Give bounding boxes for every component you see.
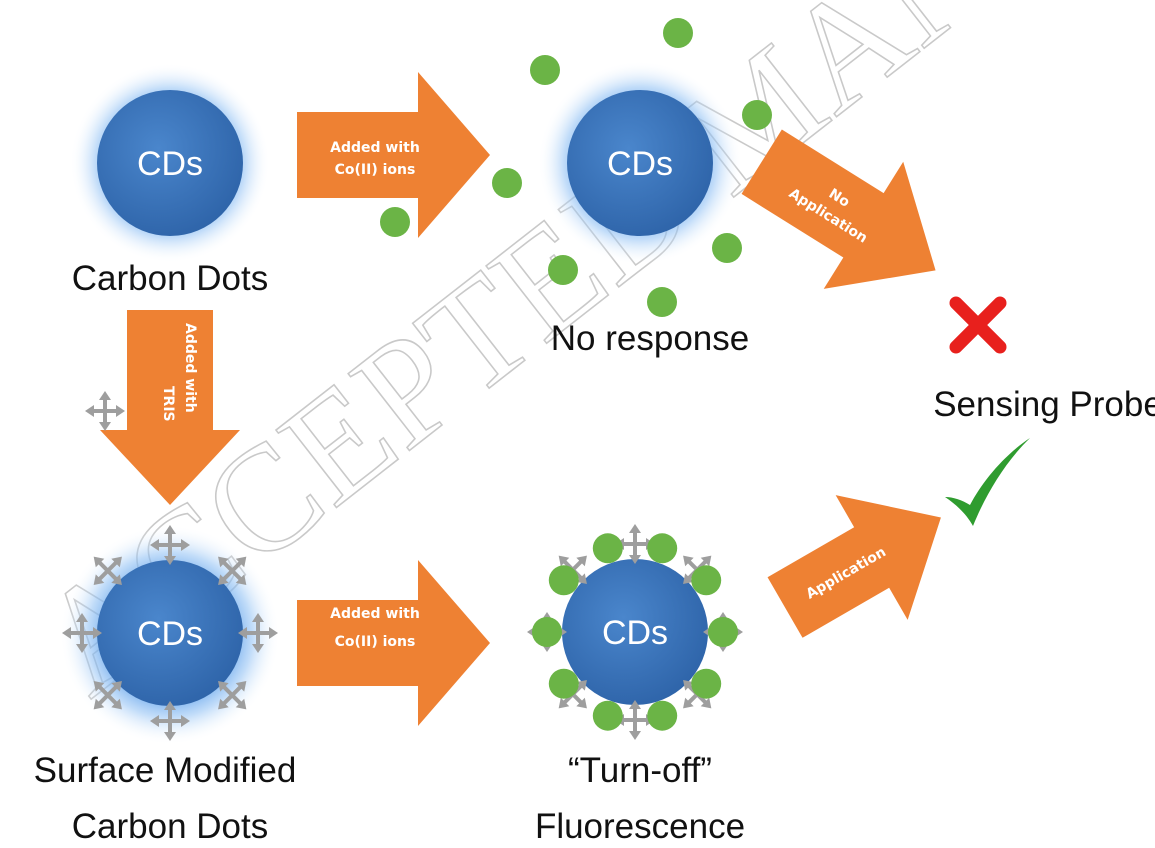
caption-surface-modified-1: Surface Modified [34,751,297,790]
arrow-add-co-bottom: Added with Co(II) ions [297,560,490,726]
co-ion [712,233,742,263]
check-mark-icon [945,438,1030,526]
co-ion [647,287,677,317]
arrow-no-application: No Application [741,129,936,289]
four-way-arrow-icon [83,389,127,433]
cd-core [97,560,243,706]
bound-cobalt-ions [532,533,738,731]
arrow-label: Added with [330,140,420,156]
co-ion [530,55,560,85]
cd-core [97,90,243,236]
co-ion [663,18,693,48]
cd-label: CDs [137,615,203,653]
arrow-label: Co(II) ions [335,162,416,178]
co-ion [647,533,678,564]
caption-sensing-probe: Sensing Probe [933,385,1155,424]
cd-plain: CDs [70,63,270,263]
caption-turn-off-1: “Turn-off” [568,751,712,790]
cd-label: CDs [137,145,203,183]
cd-core [567,90,713,236]
cross-mark-icon [949,296,1007,354]
caption-carbon-dots: Carbon Dots [72,259,268,298]
cd-core [562,559,708,705]
cobalt-ions [380,18,772,317]
co-ion [380,207,410,237]
arrow-application: Application [767,495,941,638]
arrow-add-co-top: Added with Co(II) ions [297,72,490,238]
arrow-label: Added with [330,606,420,622]
co-ion [592,533,623,564]
cd-label: CDs [607,145,673,183]
co-ion [647,700,678,731]
co-ion [691,565,722,596]
cd-no-response: CDs [380,18,772,317]
co-ion [548,565,579,596]
cd-surface-modified: CDs [60,523,280,745]
caption-surface-modified-2: Carbon Dots [72,807,268,846]
cd-turn-off: CDs [525,522,745,742]
co-ion [691,668,722,699]
caption-turn-off-2: Fluorescence [535,807,745,846]
arrow-label: Co(II) ions [335,634,416,650]
co-ion [548,255,578,285]
co-ion [742,100,772,130]
arrow-label: TRIS [160,386,176,422]
co-ion [532,617,562,647]
arrow-add-tris: Added with TRIS [100,310,240,505]
arrow-label: Added with [182,323,198,413]
caption-no-response: No response [551,319,749,358]
cd-label: CDs [602,614,668,652]
co-ion [548,668,579,699]
co-ion [492,168,522,198]
co-ion [708,617,738,647]
co-ion [592,700,623,731]
